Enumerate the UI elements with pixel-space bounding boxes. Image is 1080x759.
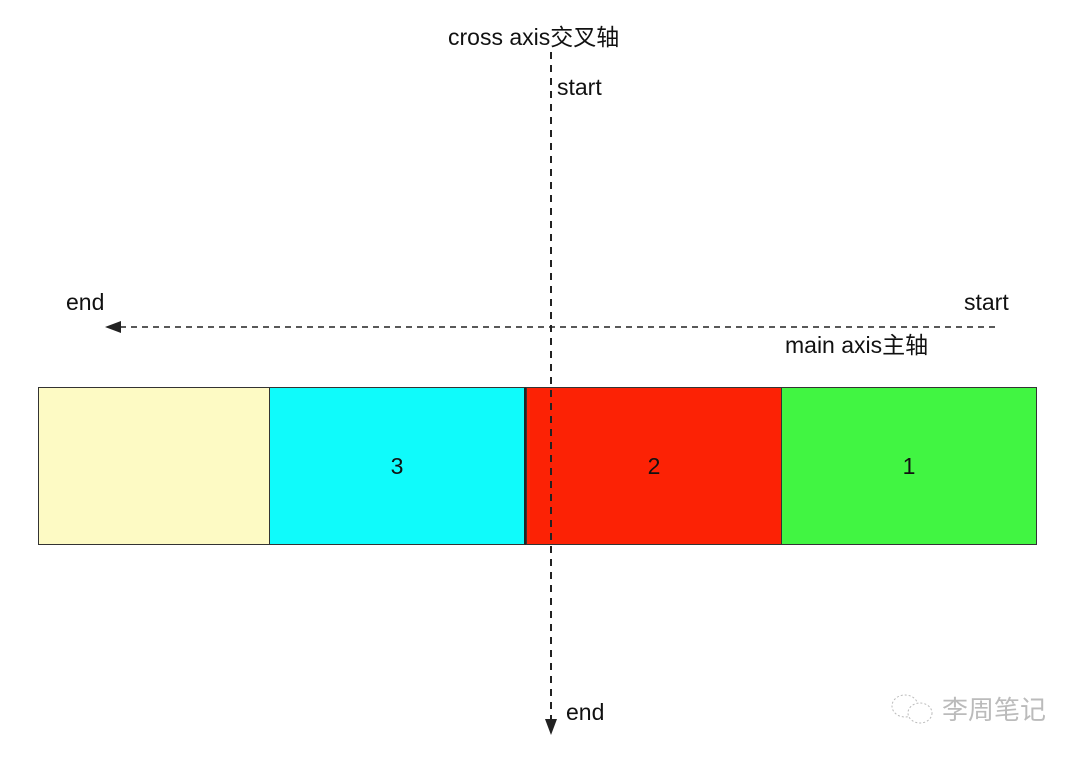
item-label: 2 [647, 452, 661, 479]
main-axis-title: main axis主轴 [785, 332, 929, 358]
main-axis-end: end [66, 289, 105, 315]
flex-item-3: 3 [269, 387, 527, 545]
item-label: 1 [902, 452, 916, 479]
watermark-text: 李周笔记 [942, 695, 1047, 725]
flex-item-1: 1 [781, 387, 1037, 545]
cross-axis-start: start [557, 74, 602, 100]
watermark: 李周笔记 [888, 690, 1046, 727]
cross-axis-end: end [566, 699, 605, 725]
flex-item-empty [38, 387, 270, 545]
cross-axis-title: cross axis交叉轴 [448, 24, 620, 50]
wechat-icon [891, 694, 933, 723]
main-axis-start: start [964, 289, 1009, 315]
main-axis-arrowhead [105, 321, 121, 333]
item-label: 3 [390, 452, 404, 479]
cross-axis-arrowhead [545, 719, 557, 735]
